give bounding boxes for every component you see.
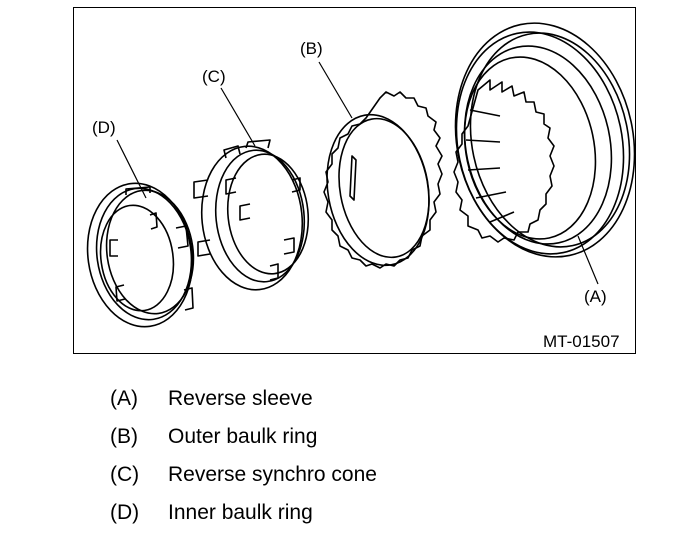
legend-item: (A) Reverse sleeve <box>110 380 377 418</box>
reverse-synchro-cone <box>193 139 310 291</box>
exploded-parts-diagram: (D) (C) (B) (A) MT-01507 <box>86 22 636 351</box>
legend-text: Inner baulk ring <box>168 501 313 524</box>
parts-legend: (A) Reverse sleeve (B) Outer baulk ring … <box>110 380 377 532</box>
legend-key: (B) <box>110 425 138 448</box>
legend-key: (A) <box>110 387 138 410</box>
legend-item: (B) Outer baulk ring <box>110 418 377 456</box>
legend-key: (C) <box>110 463 140 486</box>
figure-id-label: MT-01507 <box>543 332 620 351</box>
legend-text: Reverse synchro cone <box>168 463 377 486</box>
callout-b: (B) <box>300 39 323 58</box>
legend-key: (D) <box>110 501 140 524</box>
callout-c: (C) <box>202 67 226 86</box>
legend-item: (D) Inner baulk ring <box>110 494 377 532</box>
callout-a: (A) <box>584 287 607 306</box>
figure-frame <box>73 7 636 354</box>
reverse-sleeve <box>453 22 636 258</box>
inner-baulk-ring <box>86 182 195 328</box>
legend-item: (C) Reverse synchro cone <box>110 456 377 494</box>
outer-baulk-ring <box>323 91 443 269</box>
legend-text: Reverse sleeve <box>168 387 313 410</box>
callout-leader-lines <box>116 61 599 285</box>
legend-text: Outer baulk ring <box>168 425 318 448</box>
callout-d: (D) <box>92 118 116 137</box>
